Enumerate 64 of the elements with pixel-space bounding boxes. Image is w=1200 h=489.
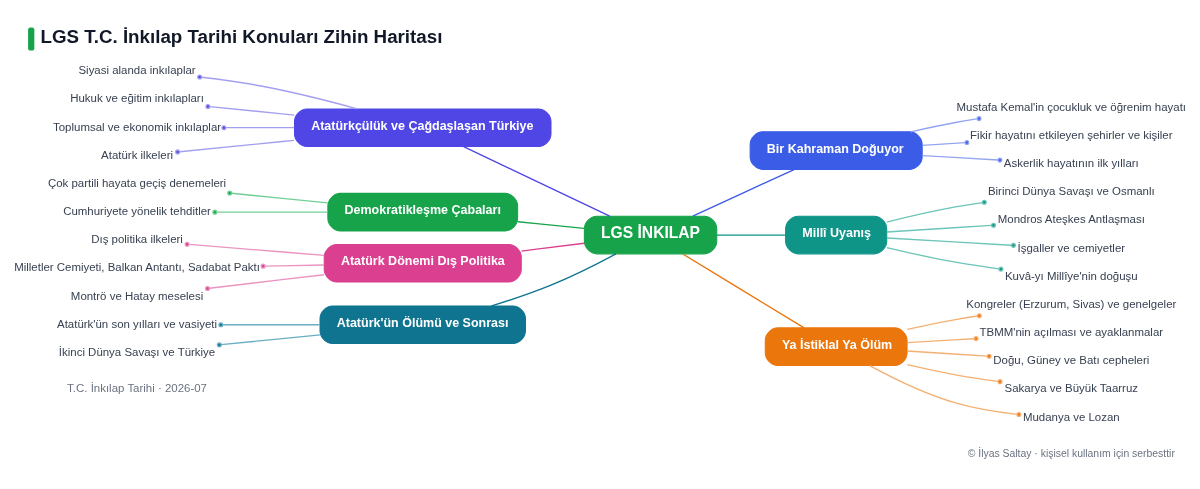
connector bbox=[212, 209, 329, 215]
node-box: Atatürkçülük ve Çağdaşlaşan Türkiye bbox=[293, 107, 552, 147]
connector bbox=[175, 139, 295, 154]
connector bbox=[869, 364, 1022, 417]
node-box: Demokratikleşme Çabaları bbox=[327, 192, 519, 231]
node-text: Kuvâ-yı Millîye'nin doğuşu bbox=[1004, 269, 1138, 282]
connector bbox=[906, 363, 1003, 384]
node-text: Toplumsal ve ekonomik inkılaplar bbox=[53, 120, 222, 133]
connector bbox=[221, 124, 295, 130]
connector bbox=[520, 242, 585, 252]
node-text: Mustafa Kemal'in çocukluk ve öğrenim hayatı bbox=[956, 100, 1187, 113]
connector bbox=[886, 236, 1016, 248]
diagram-title: LGS T.C. İnkılap Tarihi Konuları Zihin Haritası bbox=[40, 25, 443, 47]
node-box: Ya İstiklal Ya Ölüm bbox=[764, 326, 908, 366]
node-text: Doğu, Güney ve Batı cepheleri bbox=[993, 353, 1150, 366]
connector bbox=[906, 349, 992, 359]
node-text: Sakarya ve Büyük Taarruz bbox=[1004, 381, 1139, 394]
node-text: Montrö ve Hatay meselesi bbox=[70, 289, 204, 302]
connector bbox=[216, 333, 321, 347]
node-box: Atatürk Dönemi Dış Politika bbox=[323, 243, 522, 283]
node-text: Dış politika ilkeleri bbox=[91, 232, 183, 245]
connector bbox=[218, 321, 321, 327]
node-text: Cumhuriyete yönelik tehditler bbox=[63, 204, 211, 217]
connector bbox=[184, 241, 325, 256]
node-text: Milletler Cemiyeti, Balkan Antantı, Sadabat Paktı bbox=[14, 260, 260, 273]
connector bbox=[205, 103, 295, 116]
connector bbox=[204, 273, 325, 291]
connector bbox=[886, 246, 1004, 272]
connector bbox=[692, 168, 795, 217]
node-text: Birinci Dünya Savaşı ve Osmanlı bbox=[987, 184, 1155, 197]
connector bbox=[886, 199, 987, 223]
node-text: Fikir hayatını etkileyen şehirler ve kişiler bbox=[970, 128, 1173, 141]
connector bbox=[462, 145, 611, 217]
node-box: Bir Kahraman Doğuyor bbox=[749, 130, 923, 170]
node-text: TBMM'nin açılması ve ayaklanmalar bbox=[979, 325, 1164, 338]
label: © İlyas Saltay · kişisel kullanım için serbesttir bbox=[967, 447, 1175, 459]
node-box: Millî Uyanış bbox=[785, 215, 888, 254]
node-text: Atatürk'ün son yılları ve vasiyeti bbox=[57, 317, 218, 330]
node-text: Mudanya ve Lozan bbox=[1022, 409, 1120, 422]
node-text: Atatürk ilkeleri bbox=[101, 148, 174, 161]
node-box: LGS İNKILAP bbox=[583, 215, 718, 254]
connector bbox=[682, 252, 805, 328]
connector bbox=[886, 222, 997, 233]
node-text: Mondros Ateşkes Antlaşması bbox=[997, 212, 1145, 225]
node-box: Atatürk'ün Ölümü ve Sonrası bbox=[319, 305, 526, 344]
node-text: İkinci Dünya Savaşı ve Türkiye bbox=[58, 345, 216, 358]
connector bbox=[490, 252, 617, 307]
connector bbox=[910, 115, 982, 132]
connector bbox=[260, 263, 325, 269]
node-text: Çok partili hayata geçiş denemeleri bbox=[47, 176, 227, 189]
connector bbox=[921, 139, 970, 146]
connector bbox=[921, 154, 1003, 163]
connector bbox=[906, 312, 982, 330]
connector bbox=[227, 190, 329, 203]
node-text: Siyasi alanda inkılaplar bbox=[78, 63, 196, 76]
label: T.C. İnkılap Tarihi · 2026-07 bbox=[67, 381, 207, 394]
connector bbox=[906, 335, 979, 343]
node-text: İşgaller ve cemiyetler bbox=[1017, 241, 1126, 254]
node-text: Askerlik hayatının ilk yılları bbox=[1003, 156, 1139, 169]
connector bbox=[197, 73, 358, 109]
connector bbox=[716, 233, 787, 236]
node-text: Hukuk ve eğitim inkılapları bbox=[70, 91, 204, 104]
node-text: Kongreler (Erzurum, Sivas) ve genelgeler bbox=[966, 297, 1177, 310]
connector bbox=[517, 220, 585, 229]
